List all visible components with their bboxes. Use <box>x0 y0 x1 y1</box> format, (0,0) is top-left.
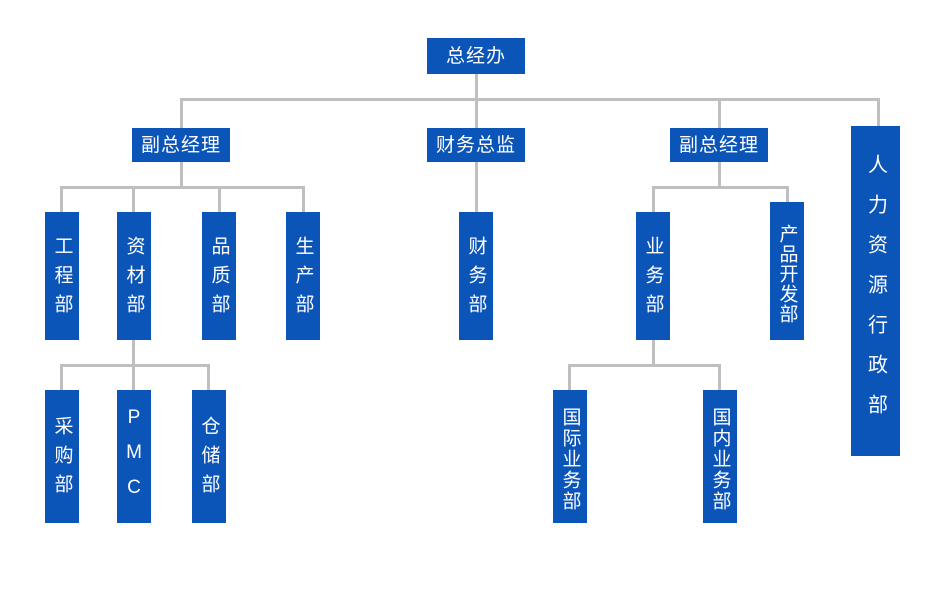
connector-deputy-right-bus <box>652 186 789 189</box>
connector-drop-production <box>302 186 305 212</box>
node-warehouse[interactable]: 仓储部 <box>192 390 226 523</box>
node-pmc[interactable]: PMC <box>117 390 151 523</box>
node-intl-sales[interactable]: 国际业务部 <box>553 390 587 523</box>
connector-drop-finance-director <box>475 98 478 128</box>
node-materials[interactable]: 资材部 <box>117 212 151 340</box>
connector-materials-bus <box>60 364 210 367</box>
connector-deputy-left-bus <box>60 186 305 189</box>
connector-deputy-left-stem <box>180 162 183 188</box>
node-domestic-sales[interactable]: 国内业务部 <box>703 390 737 523</box>
connector-materials-stem <box>132 340 135 366</box>
connector-drop-materials <box>132 186 135 212</box>
connector-drop-hr <box>877 98 880 126</box>
node-deputy-gm-left[interactable]: 副总经理 <box>132 128 230 162</box>
node-product-dev[interactable]: 产品开发部 <box>770 202 804 340</box>
node-finance-dept[interactable]: 财务部 <box>459 212 493 340</box>
node-quality[interactable]: 品质部 <box>202 212 236 340</box>
connector-root-drop <box>475 74 478 100</box>
connector-drop-sales <box>652 186 655 212</box>
connector-drop-purchasing <box>60 364 63 390</box>
connector-drop-engineering <box>60 186 63 212</box>
node-engineering[interactable]: 工程部 <box>45 212 79 340</box>
connector-drop-deputy-left <box>180 98 183 128</box>
node-hr-admin[interactable]: 人力资源行政部 <box>851 126 900 456</box>
connector-drop-product-dev <box>786 186 789 212</box>
node-finance-director[interactable]: 财务总监 <box>427 128 525 162</box>
connector-drop-domestic-sales <box>718 364 721 390</box>
connector-drop-intl-sales <box>568 364 571 390</box>
connector-drop-pmc <box>132 364 135 390</box>
node-sales[interactable]: 业务部 <box>636 212 670 340</box>
connector-drop-deputy-right <box>718 98 721 128</box>
connector-sales-bus <box>568 364 721 367</box>
connector-finance-stem <box>475 162 478 212</box>
node-deputy-gm-right[interactable]: 副总经理 <box>670 128 768 162</box>
connector-sales-stem <box>652 340 655 366</box>
node-production[interactable]: 生产部 <box>286 212 320 340</box>
connector-deputy-right-stem <box>718 162 721 188</box>
connector-drop-warehouse <box>207 364 210 390</box>
node-gm-office[interactable]: 总经办 <box>427 38 525 74</box>
connector-drop-quality <box>218 186 221 212</box>
connector-main-bus <box>180 98 880 101</box>
node-purchasing[interactable]: 采购部 <box>45 390 79 523</box>
